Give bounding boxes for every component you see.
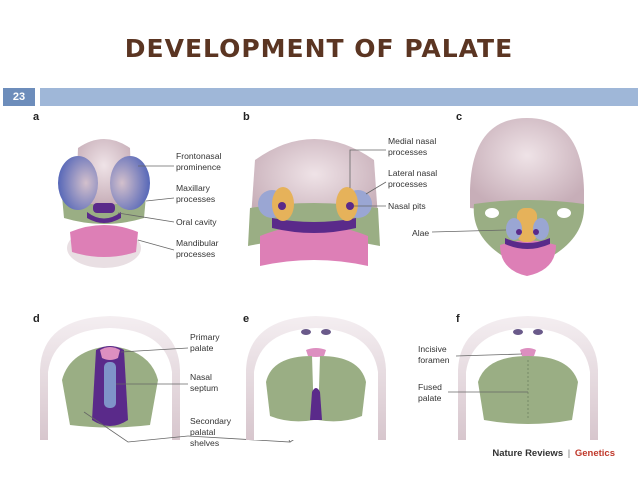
slide-header-bar — [40, 88, 638, 106]
panel-letter-c: c — [456, 111, 462, 123]
label-incisive-foramen-1: Incisive — [418, 344, 447, 354]
label-alae: Alae — [412, 228, 429, 238]
label-fused-palate-2: palate — [418, 393, 442, 403]
label-mandibular-processes-2: processes — [176, 249, 215, 259]
label-fused-palate-1: Fused — [418, 382, 442, 392]
leader-secondary-shelves-d — [83, 411, 189, 443]
label-mandibular-processes-1: Mandibular — [176, 238, 219, 248]
label-lateral-nasal-processes-1: Lateral nasal — [388, 168, 437, 178]
panel-letter-a: a — [33, 111, 40, 123]
label-medial-nasal-processes-2: processes — [388, 147, 427, 157]
panel-e-illustration — [246, 316, 386, 440]
leader-mandibular — [137, 239, 175, 251]
panel-b-illustration — [248, 139, 380, 266]
leader-maxillary — [145, 197, 175, 202]
panel-letter-e: e — [243, 313, 249, 325]
leader-medial-nasal — [349, 149, 386, 188]
label-primary-palate-1: Primary — [190, 332, 220, 342]
label-nasal-septum-1: Nasal — [190, 372, 212, 382]
figure-credit: Nature Reviews | Genetics — [492, 448, 615, 459]
label-nasal-pits: Nasal pits — [388, 201, 426, 211]
label-medial-nasal-processes-1: Medial nasal — [388, 136, 436, 146]
panel-f-illustration — [458, 316, 598, 440]
label-secondary-palatal-shelves-1: Secondary — [190, 416, 232, 426]
panel-a-illustration — [58, 139, 150, 268]
slide-number: 23 — [3, 88, 35, 106]
label-nasal-septum-2: septum — [190, 383, 218, 393]
credit-journal: Genetics — [574, 448, 615, 459]
label-frontonasal-prominence-1: Frontonasal — [176, 151, 221, 161]
credit-brand: Nature Reviews — [492, 448, 564, 459]
label-secondary-palatal-shelves-2: palatal — [190, 427, 215, 437]
leader-incisive-foramen — [455, 353, 523, 357]
leader-lateral-nasal — [365, 181, 387, 195]
panel-letter-f: f — [456, 313, 460, 325]
panel-d-illustration — [40, 316, 180, 440]
panel-letter-b: b — [243, 111, 250, 123]
label-secondary-palatal-shelves-3: shelves — [190, 438, 219, 448]
panel-c-illustration — [470, 118, 585, 276]
leader-alae — [431, 229, 507, 233]
label-lateral-nasal-processes-2: processes — [388, 179, 427, 189]
label-primary-palate-2: palate — [190, 343, 214, 353]
label-maxillary-processes-1: Maxillary — [176, 183, 211, 193]
label-frontonasal-prominence-2: prominence — [176, 162, 221, 172]
credit-separator: | — [567, 448, 571, 459]
label-incisive-foramen-2: foramen — [418, 355, 450, 365]
slide-title: DEVELOPMENT OF PALATE — [124, 34, 514, 63]
leader-primary-palate — [120, 347, 189, 353]
label-oral-cavity: Oral cavity — [176, 217, 217, 227]
leader-oral-cavity — [117, 212, 175, 223]
label-maxillary-processes-2: processes — [176, 194, 215, 204]
panel-letter-d: d — [33, 313, 40, 325]
